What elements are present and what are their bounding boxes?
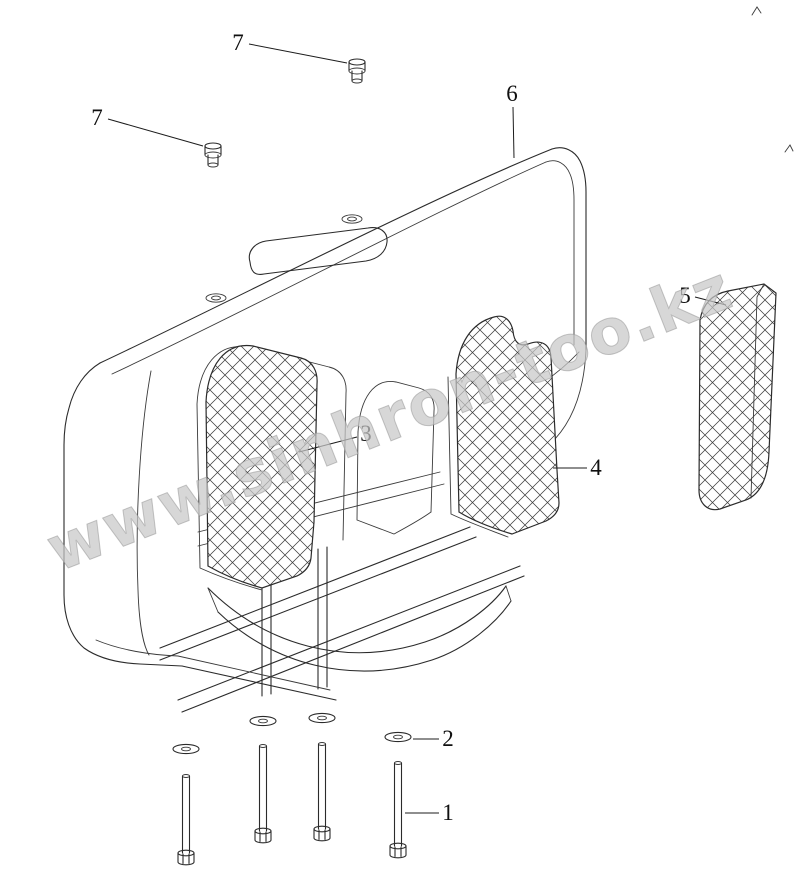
bolt [389,761,407,859]
cover-top-recess [248,227,388,275]
bolt [313,742,331,842]
frame-rail-1 [159,526,471,649]
cover-right-outer-edge [551,147,587,351]
leader-pad-left [298,436,358,453]
cover-plug-hole-front [205,293,227,303]
central-duct-outline [357,381,435,513]
bolt [254,744,272,844]
bolt-group [177,742,407,866]
frame-sheet-upper-edge [207,585,507,654]
cover-top-inner-edge [111,161,547,375]
cover-top-outer-edge [99,148,553,364]
cover-front-left-edge [63,362,183,667]
plug-front [204,142,222,168]
stray-marks [751,6,794,153]
pad-left-hatched-face [205,344,318,589]
callout-plug-rear: 7 [232,30,244,55]
leader-lines [107,43,727,814]
callout-pad-middle: 4 [590,455,602,480]
callout-labels: 7 7 6 5 3 4 2 1 [91,30,691,825]
frame-rail-2b [181,575,525,713]
bolt [177,774,195,866]
cover-plug-hole-rear [341,214,363,224]
leader-pad-right [694,296,727,306]
frame-sheet-lower-edge [217,600,512,672]
frame-sheet-left-join [207,587,219,613]
callout-cover: 6 [506,81,518,106]
pad-right-hatched-face [698,283,777,511]
stray-mark-top-right [751,6,762,16]
pad-middle-hatched-face [455,315,560,535]
washer [249,715,277,727]
callout-plug-front: 7 [91,105,103,130]
leader-plug-front [107,118,204,147]
washer [172,743,200,755]
cover-bottom-inner-edge [95,639,331,691]
insulation-pad-left [196,344,318,591]
cover-body [63,147,587,701]
callout-pad-right: 5 [679,283,691,308]
washer-group [172,712,412,755]
cover-bottom-outer-edge [181,665,337,701]
frame-sheet-right-join [505,585,512,602]
cover-right-inner-edge [545,160,575,346]
insulation-pad-right [698,283,777,511]
insulation-pad-middle [447,315,560,538]
callout-bolt: 1 [442,800,454,825]
pad-right-fold-edge [750,283,765,499]
washer [308,712,336,724]
callout-washer: 2 [442,726,454,751]
central-duct-bottom [356,431,432,535]
pad-middle-thickness [447,376,509,538]
leader-plug-rear [248,43,348,64]
callout-pad-left: 3 [360,421,372,446]
stray-mark-right-edge [784,144,794,153]
leader-cover [512,106,515,159]
washer [384,731,412,743]
cover-front-crease [136,370,152,656]
cover-right-lower-edge [548,349,587,446]
watermark-text: www.sinhron-too.kz [37,250,743,585]
plug-rear [348,58,366,84]
